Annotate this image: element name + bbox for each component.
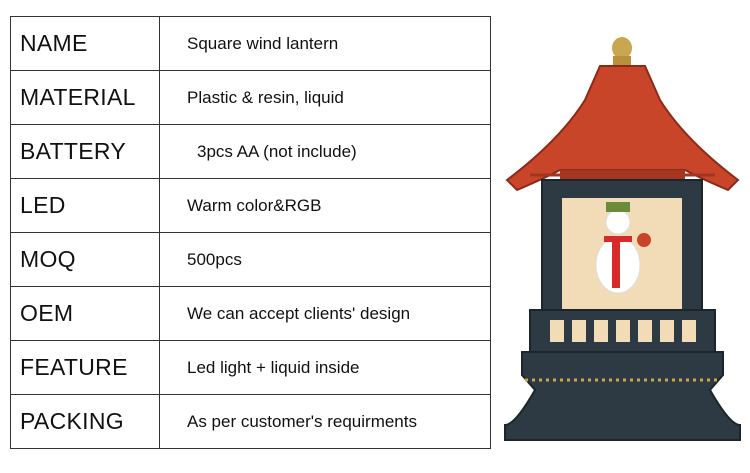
spec-value-feature: Led light + liquid inside xyxy=(159,340,491,395)
spec-value-name: Square wind lantern xyxy=(159,16,491,71)
spec-key-feature: FEATURE xyxy=(10,340,160,395)
spec-value-packing: As per customer's requirments xyxy=(159,394,491,449)
spec-value-oem: We can accept clients' design xyxy=(159,286,491,341)
table-row: LED Warm color&RGB xyxy=(10,178,491,233)
table-row: OEM We can accept clients' design xyxy=(10,286,491,341)
spec-key-led: LED xyxy=(10,178,160,233)
table-row: PACKING As per customer's requirments xyxy=(10,394,491,449)
spec-value-moq: 500pcs xyxy=(159,232,491,287)
spec-value-led: Warm color&RGB xyxy=(159,178,491,233)
table-row: MATERIAL Plastic & resin, liquid xyxy=(10,70,491,125)
lantern-finial xyxy=(612,37,632,59)
table-row: NAME Square wind lantern xyxy=(10,16,491,71)
snowman-scarf-tail xyxy=(612,240,620,288)
snowman-head xyxy=(605,209,631,235)
spec-key-oem: OEM xyxy=(10,286,160,341)
spec-key-material: MATERIAL xyxy=(10,70,160,125)
lantern-product-image xyxy=(504,37,741,441)
table-row: MOQ 500pcs xyxy=(10,232,491,287)
bird-ornament xyxy=(637,233,651,247)
spec-key-packing: PACKING xyxy=(10,394,160,449)
spec-value-material: Plastic & resin, liquid xyxy=(159,70,491,125)
table-row: BATTERY 3pcs AA (not include) xyxy=(10,124,491,179)
lantern-finial-base xyxy=(613,56,631,66)
lantern-base xyxy=(504,351,741,441)
snowman-scarf xyxy=(604,236,632,242)
spec-table: NAME Square wind lantern MATERIAL Plasti… xyxy=(10,16,491,449)
grille-windows xyxy=(550,320,696,342)
roof-eave xyxy=(560,170,685,180)
spec-key-moq: MOQ xyxy=(10,232,160,287)
spec-key-battery: BATTERY xyxy=(10,124,160,179)
spec-key-name: NAME xyxy=(10,16,160,71)
spec-value-battery: 3pcs AA (not include) xyxy=(159,124,491,179)
snowman-hat xyxy=(606,202,630,212)
table-row: FEATURE Led light + liquid inside xyxy=(10,340,491,395)
